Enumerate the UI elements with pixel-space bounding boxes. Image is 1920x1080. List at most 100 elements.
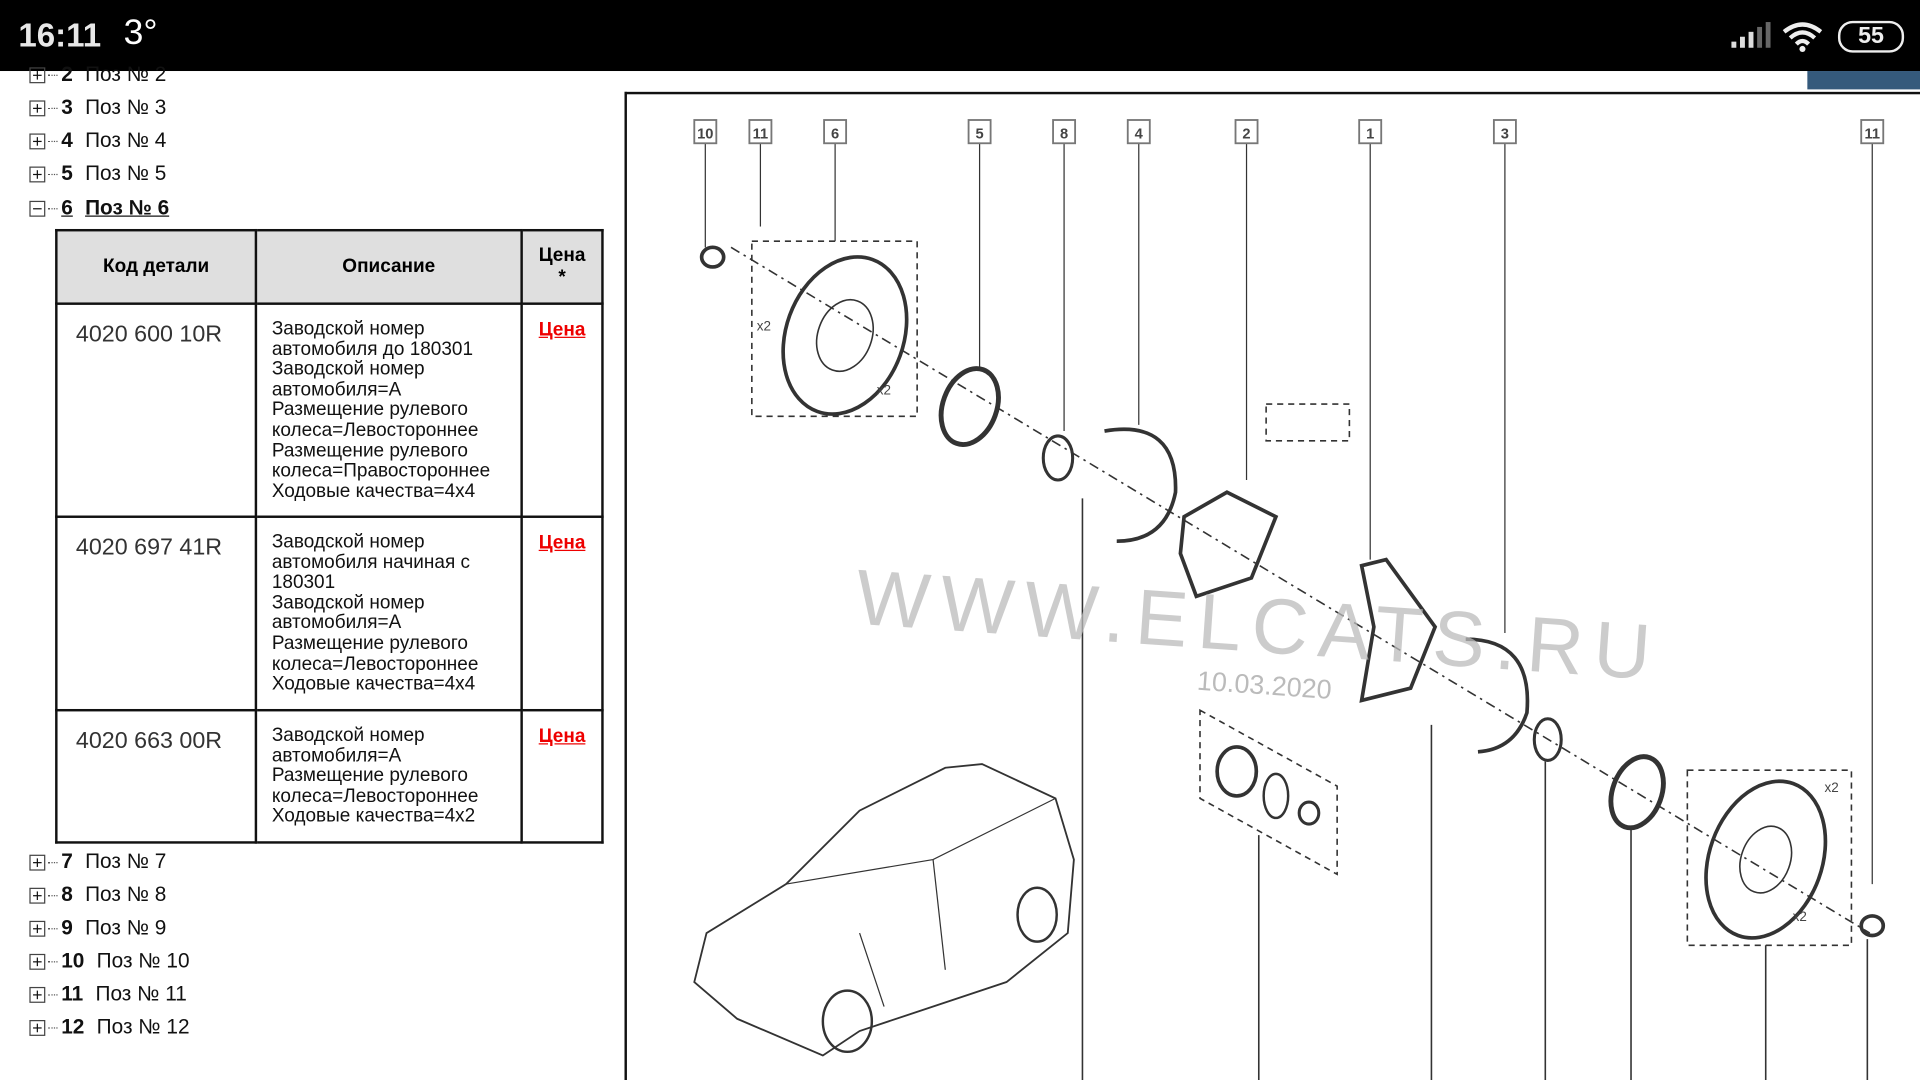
expand-icon[interactable] <box>29 887 46 904</box>
expand-icon[interactable] <box>29 99 46 116</box>
callout-9[interactable]: 11 <box>1860 119 1885 885</box>
node-label: Поз № 8 <box>85 882 167 907</box>
callout-box <box>1860 119 1885 145</box>
group-box <box>1686 769 1853 947</box>
expand-icon[interactable] <box>29 986 46 1003</box>
node-number: 7 <box>61 849 73 874</box>
axis-line <box>730 246 1871 934</box>
node-label: Поз № 10 <box>96 948 190 973</box>
nut <box>1297 800 1321 826</box>
callout-number: 2 <box>1242 126 1250 142</box>
callout-box <box>1052 119 1077 145</box>
tree-node-6[interactable]: 6 Поз № 6 <box>29 196 169 220</box>
table-row: 4020 663 00R Заводской номер автомобиля=… <box>55 708 604 844</box>
nut <box>699 245 726 269</box>
expand-icon[interactable] <box>29 132 46 149</box>
collapse-icon[interactable] <box>29 200 46 217</box>
header-description: Описание <box>254 228 523 305</box>
parts-table: Код детали Описание Цена * 4020 600 10R … <box>55 228 604 844</box>
part-code[interactable]: 4020 600 10R <box>55 302 258 518</box>
wheel-hub <box>1608 754 1666 831</box>
callout-number: 11 <box>753 126 769 142</box>
dust-shield <box>1104 427 1178 544</box>
steering-knuckle <box>1359 557 1438 703</box>
callout-number: 10 <box>697 126 713 142</box>
callout-5[interactable]: 4 <box>1126 119 1151 425</box>
node-number: 11 <box>61 982 84 1006</box>
expand-icon[interactable] <box>29 1019 46 1036</box>
dust-shield <box>1465 637 1530 754</box>
qty-label: x2 <box>1824 780 1838 795</box>
expand-icon[interactable] <box>29 66 46 83</box>
callout-number: 3 <box>1501 126 1509 142</box>
node-label: Поз № 12 <box>96 1015 190 1039</box>
callout-7[interactable]: 1 <box>1358 119 1383 560</box>
table-row: 4020 697 41R Заводской номер автомобиля … <box>55 515 604 712</box>
price-link[interactable]: Цена <box>538 532 586 554</box>
callout-box <box>693 119 718 145</box>
callout-box <box>1492 119 1517 145</box>
part-description: Заводской номер автомобиля=A Размещение … <box>271 724 479 827</box>
battery-level: 55 <box>1858 23 1884 49</box>
car-lines <box>786 797 1056 1007</box>
expand-icon[interactable] <box>29 854 46 871</box>
group-box <box>1265 403 1351 442</box>
callout-4[interactable]: 8 <box>1052 119 1077 432</box>
nut <box>1859 914 1886 938</box>
steering-knuckle <box>1178 490 1279 599</box>
tree-node-10[interactable]: 10 Поз № 10 <box>29 948 190 973</box>
price-link[interactable]: Цена <box>538 726 586 747</box>
callout-1[interactable]: 11 <box>748 119 773 227</box>
node-label: Поз № 11 <box>95 982 187 1006</box>
header-price: Цена * <box>520 228 604 305</box>
clock: 16:11 <box>18 17 102 54</box>
callout-box <box>1358 119 1383 145</box>
tree-node-2[interactable]: 2 Поз № 2 <box>29 62 166 86</box>
price-link[interactable]: Цена <box>538 319 586 341</box>
callout-0[interactable]: 10 <box>693 119 718 248</box>
callout-6[interactable]: 2 <box>1234 119 1259 481</box>
expand-icon[interactable] <box>29 920 46 937</box>
status-bar: 16:11 3° 55 <box>0 0 1920 72</box>
expand-icon[interactable] <box>29 953 46 970</box>
part-code[interactable]: 4020 663 00R <box>55 708 258 844</box>
expand-icon[interactable] <box>29 165 46 182</box>
callout-number: 4 <box>1135 126 1144 142</box>
node-number: 9 <box>61 915 73 940</box>
panel-tab[interactable] <box>1807 71 1920 90</box>
node-label: Поз № 6 <box>85 195 170 220</box>
callout-3[interactable]: 5 <box>967 119 992 370</box>
brake-disc <box>781 255 909 416</box>
tree-node-11[interactable]: 11 Поз № 11 <box>29 982 187 1006</box>
node-number: 12 <box>61 1015 85 1039</box>
part-code[interactable]: 4020 697 41R <box>55 515 258 712</box>
battery-icon: 55 <box>1837 20 1905 53</box>
table-row: 4020 600 10R Заводской номер автомобиля … <box>55 302 604 518</box>
circlip <box>1532 717 1563 762</box>
callout-box <box>967 119 992 145</box>
callout-8[interactable]: 3 <box>1492 119 1517 634</box>
part-description: Заводской номер автомобиля начиная с 180… <box>271 531 479 695</box>
node-number: 8 <box>61 882 73 907</box>
callout-box <box>823 119 848 145</box>
node-number: 2 <box>61 62 73 86</box>
tree-node-12[interactable]: 12 Поз № 12 <box>29 1015 190 1039</box>
node-number: 6 <box>61 195 73 220</box>
callout-2[interactable]: 6 <box>823 119 848 242</box>
callout-number: 11 <box>1864 126 1880 142</box>
node-label: Поз № 9 <box>85 915 167 940</box>
header-code: Код детали <box>55 228 258 305</box>
callout-number: 8 <box>1060 126 1068 142</box>
tree-node-8[interactable]: 8 Поз № 8 <box>29 883 166 907</box>
node-label: Поз № 2 <box>85 62 167 86</box>
qty-label: x2 <box>757 319 771 334</box>
tree-node-9[interactable]: 9 Поз № 9 <box>29 916 166 940</box>
circlip <box>1262 772 1290 820</box>
node-number: 10 <box>61 948 85 973</box>
group-box <box>751 240 918 418</box>
